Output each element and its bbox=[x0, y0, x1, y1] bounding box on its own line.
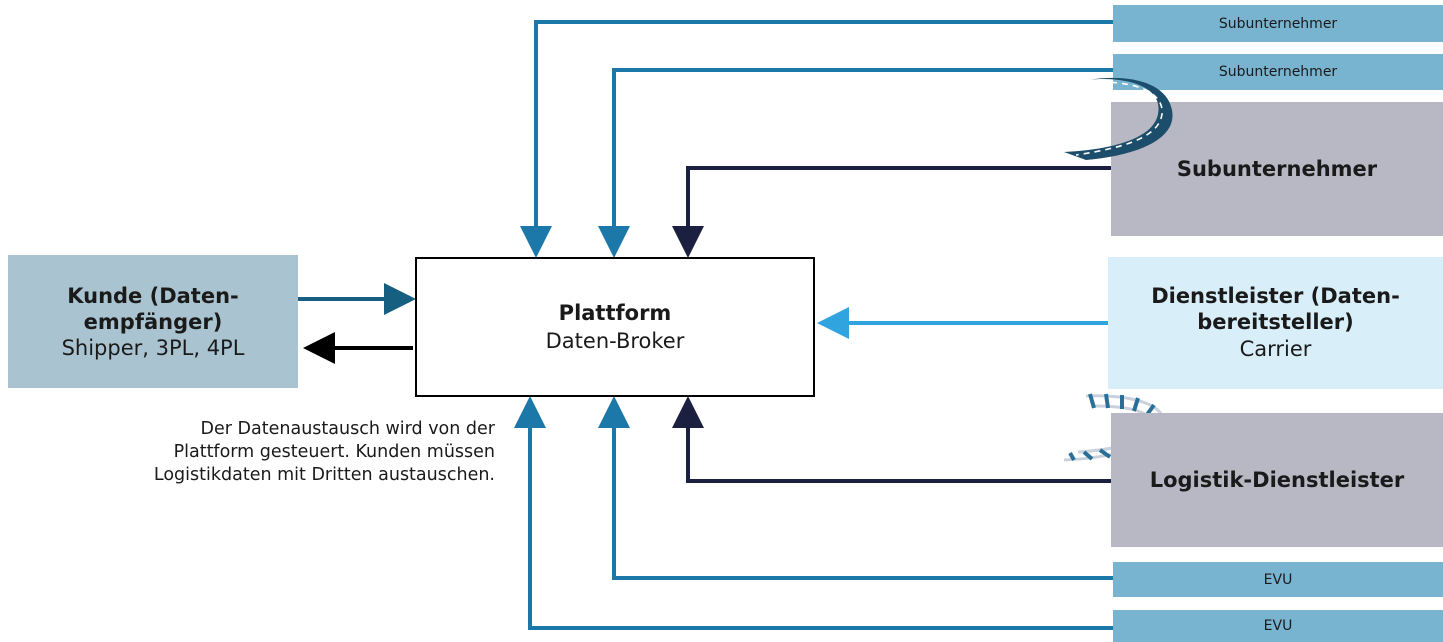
platform-title: Plattform bbox=[558, 301, 672, 325]
line-sub-main bbox=[672, 166, 1113, 258]
logistik-dienstleister-box: Logistik-Dienstleister bbox=[1111, 413, 1443, 547]
subunternehmer-strip-2-label: Subunternehmer bbox=[1218, 64, 1338, 80]
dienstleister-box: Dienstleister (Daten-bereitsteller) Carr… bbox=[1108, 257, 1443, 389]
line-sub-top-1 bbox=[520, 20, 1113, 258]
kunde-box: Kunde (Daten-empfänger) Shipper, 3PL, 4P… bbox=[8, 255, 298, 388]
line-evu-2 bbox=[514, 396, 1113, 630]
kunde-subtitle: Shipper, 3PL, 4PL bbox=[61, 335, 245, 360]
dienstleister-subtitle: Carrier bbox=[1239, 337, 1312, 361]
evu-strip-1-label: EVU bbox=[1263, 571, 1293, 588]
kunde-title: Kunde (Daten-empfänger) bbox=[67, 283, 239, 334]
road-icon bbox=[1064, 77, 1173, 160]
platform-subtitle: Daten-Broker bbox=[545, 329, 685, 353]
dienstleister-title: Dienstleister (Daten-bereitsteller) bbox=[1151, 284, 1400, 334]
logistik-dienstleister-title: Logistik-Dienstleister bbox=[1149, 468, 1405, 492]
platform-box: Plattform Daten-Broker bbox=[415, 257, 815, 397]
evu-strip-2-label: EVU bbox=[1263, 618, 1293, 634]
line-evu-1 bbox=[598, 396, 1113, 580]
line-sub-top-2 bbox=[598, 68, 1113, 258]
platform-note: Der Datenaustausch wird von der Plattfor… bbox=[153, 419, 495, 485]
evu-strip-2: EVU bbox=[1113, 610, 1443, 642]
subunternehmer-strip-1-label: Subunternehmer bbox=[1218, 15, 1338, 32]
subunternehmer-strip-2: Subunternehmer bbox=[1113, 54, 1443, 90]
subunternehmer-box-title: Subunternehmer bbox=[1176, 157, 1378, 181]
subunternehmer-strip-1: Subunternehmer bbox=[1113, 5, 1443, 42]
evu-strip-1: EVU bbox=[1113, 562, 1443, 597]
line-logistik bbox=[672, 396, 1113, 483]
